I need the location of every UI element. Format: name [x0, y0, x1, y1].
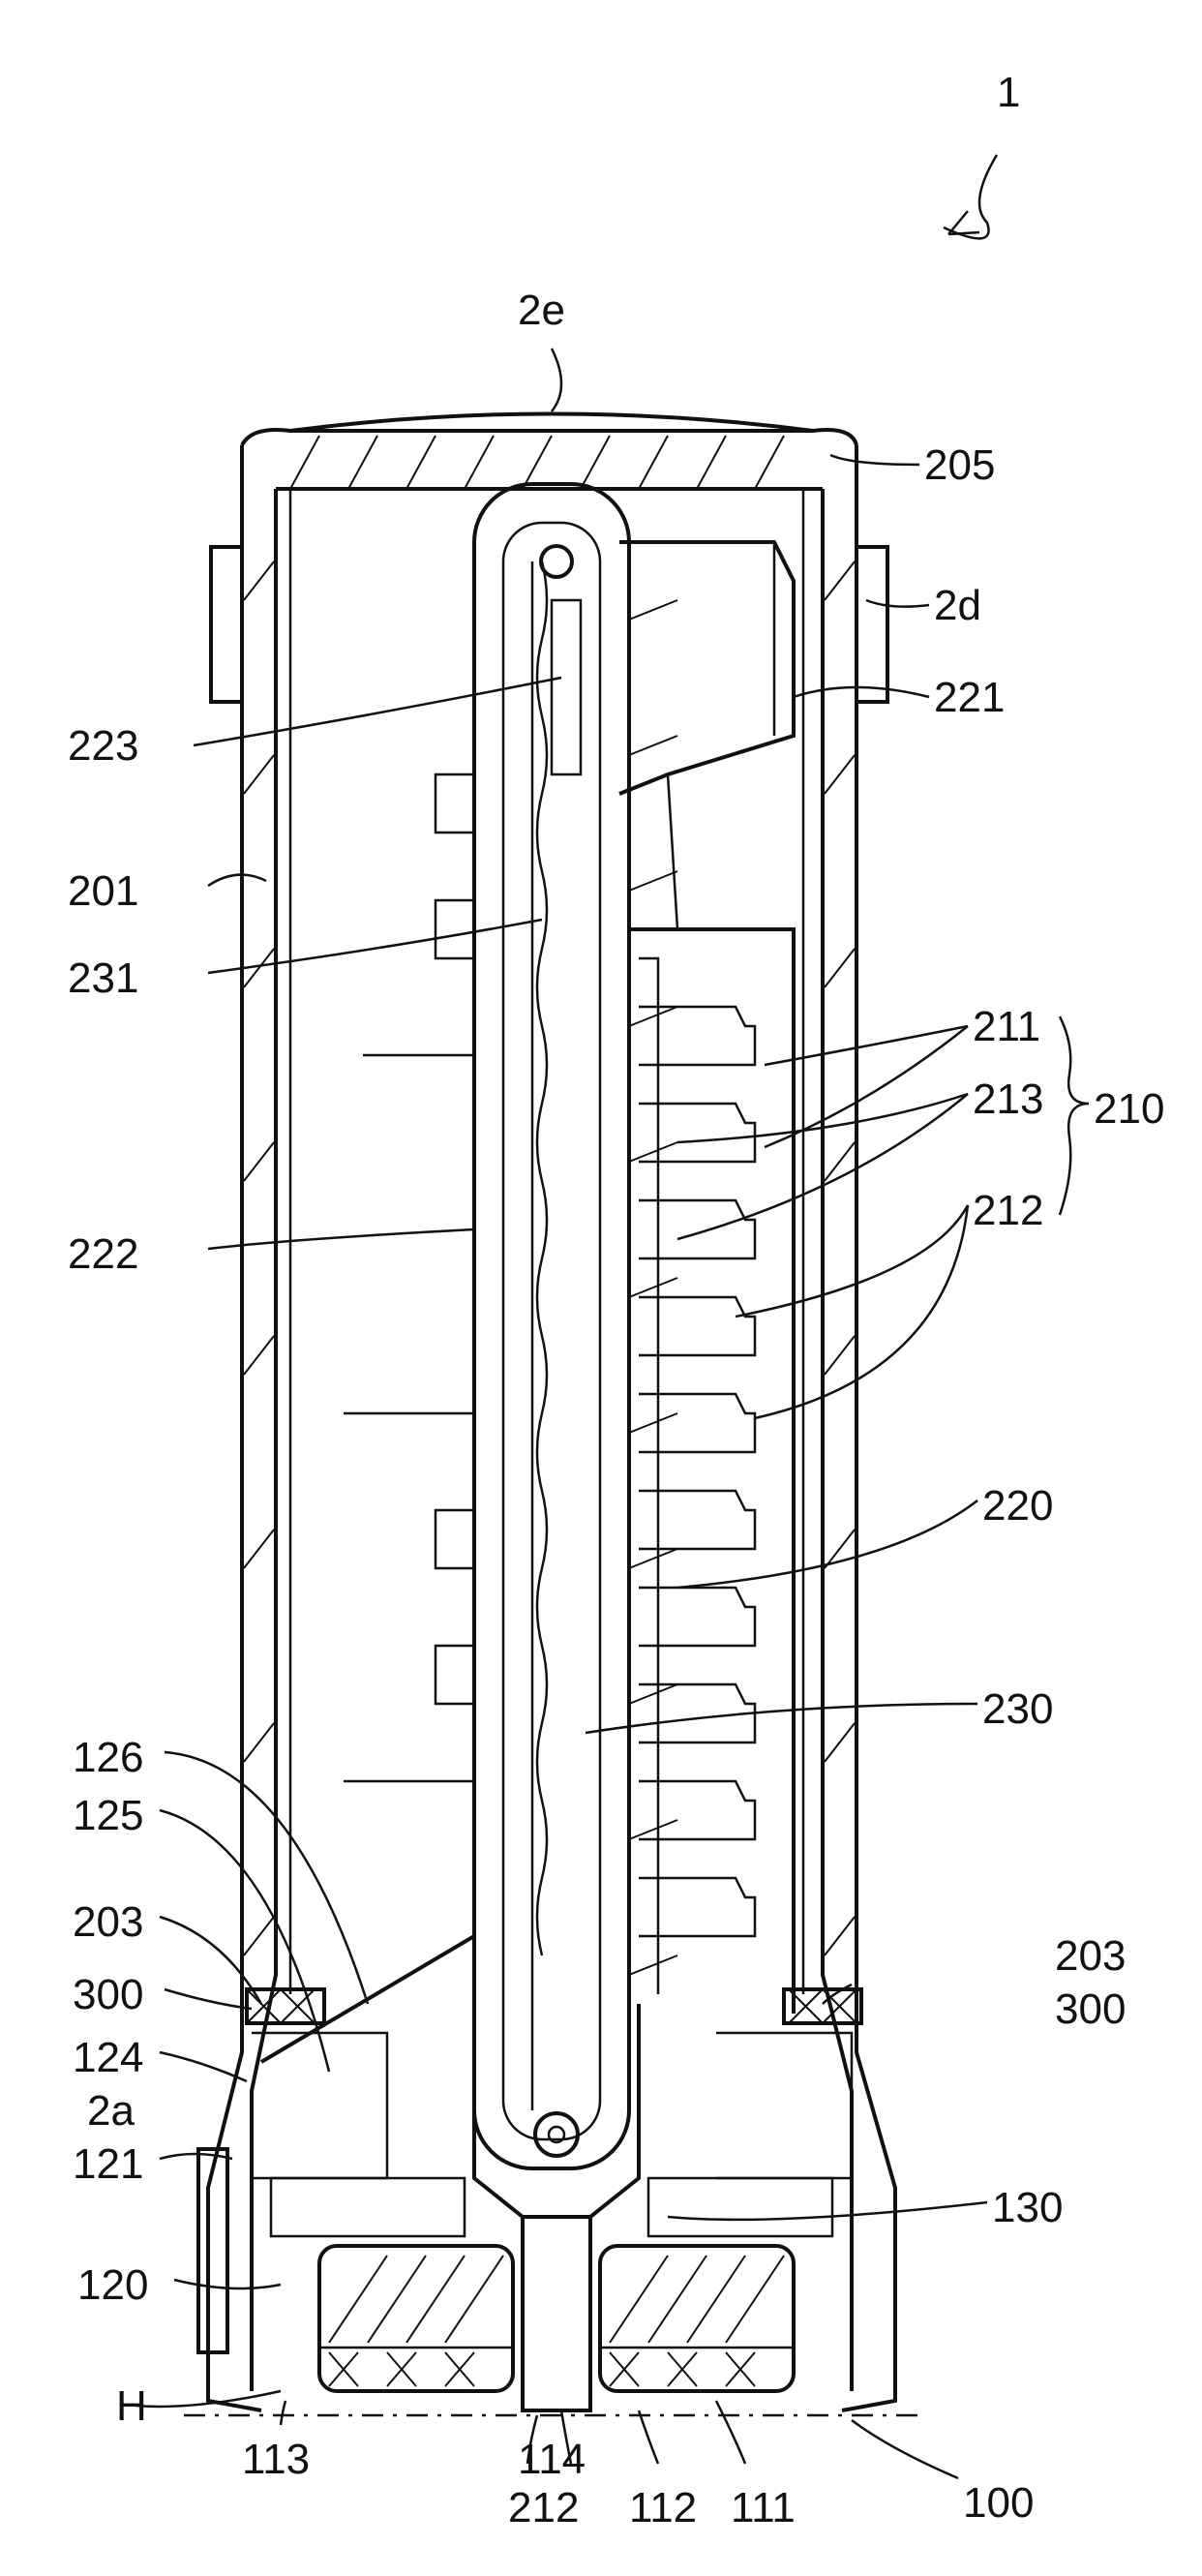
label-213: 213 — [973, 1076, 1043, 1123]
label-126: 126 — [73, 1734, 143, 1781]
label-2a: 2a — [87, 2087, 135, 2135]
label-230: 230 — [982, 1685, 1053, 1733]
label-112: 112 — [629, 2484, 697, 2531]
label-231: 231 — [68, 955, 138, 1002]
outer-housing — [198, 414, 895, 2411]
label-100: 100 — [963, 2479, 1034, 2527]
label-121: 121 — [73, 2140, 143, 2188]
top-valve — [552, 542, 794, 929]
label-203-right: 203 — [1055, 1932, 1126, 1980]
label-2d: 2d — [934, 582, 981, 629]
label-203-left: 203 — [73, 1898, 143, 1946]
bottom-base — [184, 1936, 919, 2415]
label-1: 1 — [997, 69, 1020, 116]
label-H: H — [116, 2382, 147, 2430]
label-210: 210 — [1094, 1085, 1164, 1133]
label-300-right: 300 — [1055, 1985, 1126, 2033]
label-124: 124 — [73, 2034, 143, 2081]
reference-labels: 1 2e 205 2d 221 223 201 231 211 213 210 … — [68, 69, 1164, 2531]
label-221: 221 — [934, 674, 1005, 721]
label-212-bottom: 212 — [508, 2484, 579, 2531]
label-125: 125 — [73, 1792, 143, 1839]
label-130: 130 — [992, 2184, 1063, 2231]
feed-tube — [474, 484, 677, 2168]
label-114: 114 — [518, 2436, 586, 2483]
label-113: 113 — [242, 2436, 310, 2483]
label-2e: 2e — [518, 287, 565, 334]
label-222: 222 — [68, 1230, 138, 1278]
label-201: 201 — [68, 867, 138, 915]
ribbed-filter — [344, 774, 794, 2014]
label-220: 220 — [982, 1482, 1053, 1530]
label-212-right: 212 — [973, 1187, 1043, 1234]
label-205: 205 — [924, 441, 995, 489]
label-111: 111 — [731, 2484, 796, 2531]
label-223: 223 — [68, 722, 138, 770]
label-120: 120 — [77, 2261, 148, 2309]
label-300-left: 300 — [73, 1971, 143, 2018]
label-211: 211 — [973, 1003, 1040, 1050]
